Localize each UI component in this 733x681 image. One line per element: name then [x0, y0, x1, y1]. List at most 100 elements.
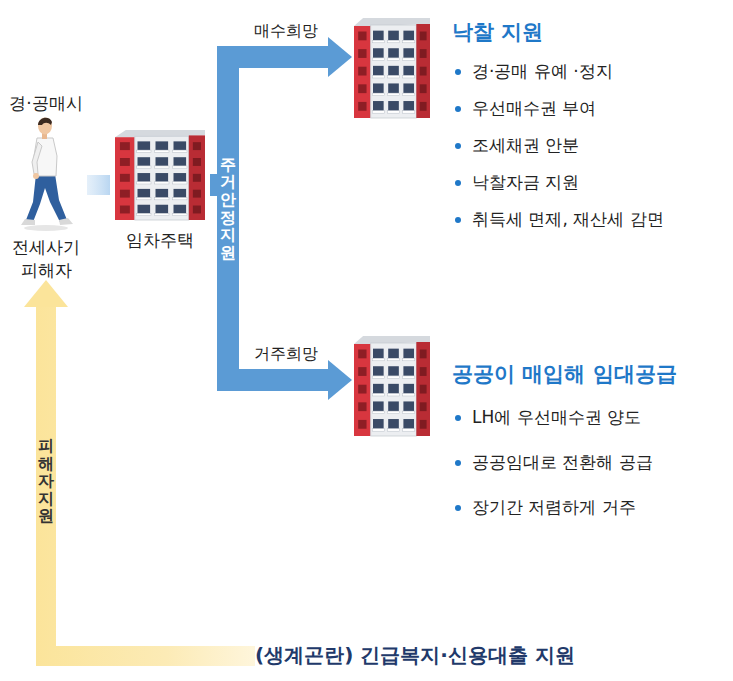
- balcony: [387, 111, 399, 113]
- window: [403, 31, 414, 41]
- balcony: [372, 76, 384, 78]
- node-heading: 경·공매시: [9, 93, 82, 113]
- balcony: [155, 213, 169, 215]
- facade: [371, 25, 417, 118]
- shadow: [24, 225, 68, 231]
- balcony: [387, 58, 399, 60]
- bullet-item-line: 우선매수권 부여: [452, 97, 596, 120]
- balcony: [155, 182, 169, 184]
- trunk-label: 주거안정 지원: [220, 156, 236, 262]
- balcony: [403, 40, 415, 42]
- window: [403, 101, 414, 111]
- slot: [420, 350, 427, 359]
- bullet-dot: [455, 217, 461, 223]
- window: [388, 366, 399, 376]
- slot: [358, 84, 366, 93]
- node-label: 전세사기 피해자: [12, 237, 80, 280]
- slot: [193, 142, 201, 150]
- window: [373, 419, 384, 429]
- window: [373, 48, 384, 58]
- bullet-dot: [455, 69, 461, 75]
- hand: [33, 173, 39, 179]
- red-panel: [115, 137, 135, 220]
- bullet-item-line: 조세채권 안분: [452, 134, 579, 157]
- facade: [135, 136, 189, 220]
- balcony: [403, 429, 415, 431]
- window: [388, 101, 399, 111]
- panel-heading-line: 공공이 매입해 임대공급: [452, 360, 677, 388]
- purchase-support-panel: 낙찰 지원경·공매 유예 ·정지우선매수권 부여조세채권 안분낙찰자금 지원취득…: [352, 12, 727, 257]
- window: [388, 31, 399, 41]
- apartment-building: [354, 18, 430, 118]
- balcony: [387, 93, 399, 95]
- arrow-head: [24, 280, 68, 307]
- bullet-item-line: 공공임대로 전환해 공급: [452, 451, 653, 474]
- apartment-building: [115, 130, 205, 220]
- slot: [358, 350, 366, 359]
- hair: [38, 118, 52, 125]
- slot: [358, 402, 366, 411]
- balcony: [372, 111, 384, 113]
- window: [403, 48, 414, 58]
- facade: [371, 343, 417, 436]
- slot: [120, 206, 130, 214]
- bullet-dot: [455, 505, 461, 511]
- window: [388, 66, 399, 76]
- slot: [420, 67, 427, 76]
- welfare-support: (생계곤란) 긴급복지·신용대출 지원: [255, 636, 695, 676]
- node-heading-line: 경·공매시: [5, 92, 87, 115]
- balcony: [372, 58, 384, 60]
- window: [388, 419, 399, 429]
- balcony: [173, 150, 187, 152]
- bullet-dot: [455, 106, 461, 112]
- slot: [193, 190, 201, 198]
- support-text: (생계곤란) 긴급복지·신용대출 지원: [255, 643, 575, 667]
- balcony: [137, 198, 151, 200]
- balcony: [372, 376, 384, 378]
- bullet-dot: [455, 143, 461, 149]
- balcony: [403, 93, 415, 95]
- window: [174, 189, 187, 198]
- person-figure: [21, 118, 73, 232]
- bullet-item-line: 경·공매 유예 ·정지: [452, 60, 613, 83]
- rental-house: 임차주택: [110, 125, 210, 255]
- balcony: [372, 40, 384, 42]
- bullet-item: 낙찰자금 지원: [472, 172, 579, 192]
- slot: [358, 49, 366, 58]
- window: [174, 173, 187, 182]
- bullet-item: 취득세 면제, 재산세 감면: [472, 209, 664, 229]
- node-label-line: 임차주택: [110, 229, 210, 252]
- shoe: [21, 219, 35, 225]
- connector-group: [87, 185, 110, 186]
- panel-heading-line: 낙찰 지원: [452, 18, 543, 46]
- bullet-item: 공공임대로 전환해 공급: [472, 452, 653, 472]
- balcony: [372, 394, 384, 396]
- window: [403, 366, 414, 376]
- node-label-line: 전세사기 피해자: [5, 236, 87, 282]
- balcony: [372, 429, 384, 431]
- bullet-item-line: LH에 우선매수권 양도: [452, 406, 641, 429]
- slot: [358, 385, 366, 394]
- balcony: [372, 411, 384, 413]
- window: [156, 205, 169, 214]
- arm: [32, 142, 42, 174]
- slot: [120, 158, 130, 166]
- slot: [420, 49, 427, 58]
- window: [156, 157, 169, 166]
- balcony: [387, 76, 399, 78]
- balcony: [372, 93, 384, 95]
- window: [373, 101, 384, 111]
- balcony: [403, 376, 415, 378]
- window: [403, 384, 414, 394]
- bullet-dot: [455, 415, 461, 421]
- slot: [420, 84, 427, 93]
- window: [138, 141, 151, 150]
- window: [373, 31, 384, 41]
- bullet-dot: [455, 180, 461, 186]
- window: [403, 83, 414, 93]
- band-arrow: [87, 175, 110, 195]
- window: [403, 419, 414, 429]
- balcony: [155, 150, 169, 152]
- window: [174, 141, 187, 150]
